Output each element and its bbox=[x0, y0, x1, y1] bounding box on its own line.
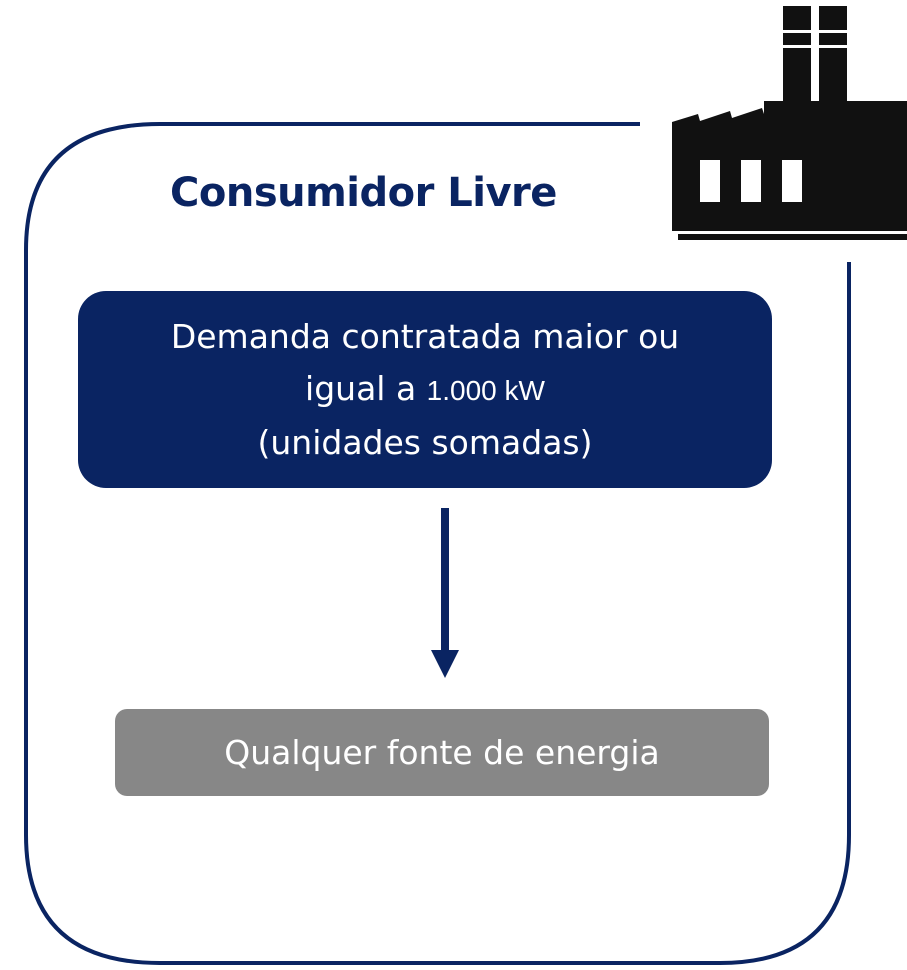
requirement-line-1: Demanda contratada maior ou bbox=[170, 316, 680, 356]
arrow-down-icon bbox=[431, 508, 459, 678]
energy-source-box: Qualquer fonte de energia bbox=[115, 709, 769, 796]
requirement-value: 1.000 kW bbox=[426, 374, 545, 406]
requirement-prefix: igual a bbox=[305, 368, 427, 408]
requirement-line-3: (unidades somadas) bbox=[257, 422, 593, 462]
requirement-line-2: igual a 1.000 kW bbox=[305, 363, 545, 417]
factory-icon bbox=[672, 6, 907, 240]
requirement-box: Demanda contratada maior ou igual a 1.00… bbox=[78, 291, 772, 488]
diagram-title: Consumidor Livre bbox=[170, 170, 557, 216]
frame-border bbox=[24, 122, 851, 965]
